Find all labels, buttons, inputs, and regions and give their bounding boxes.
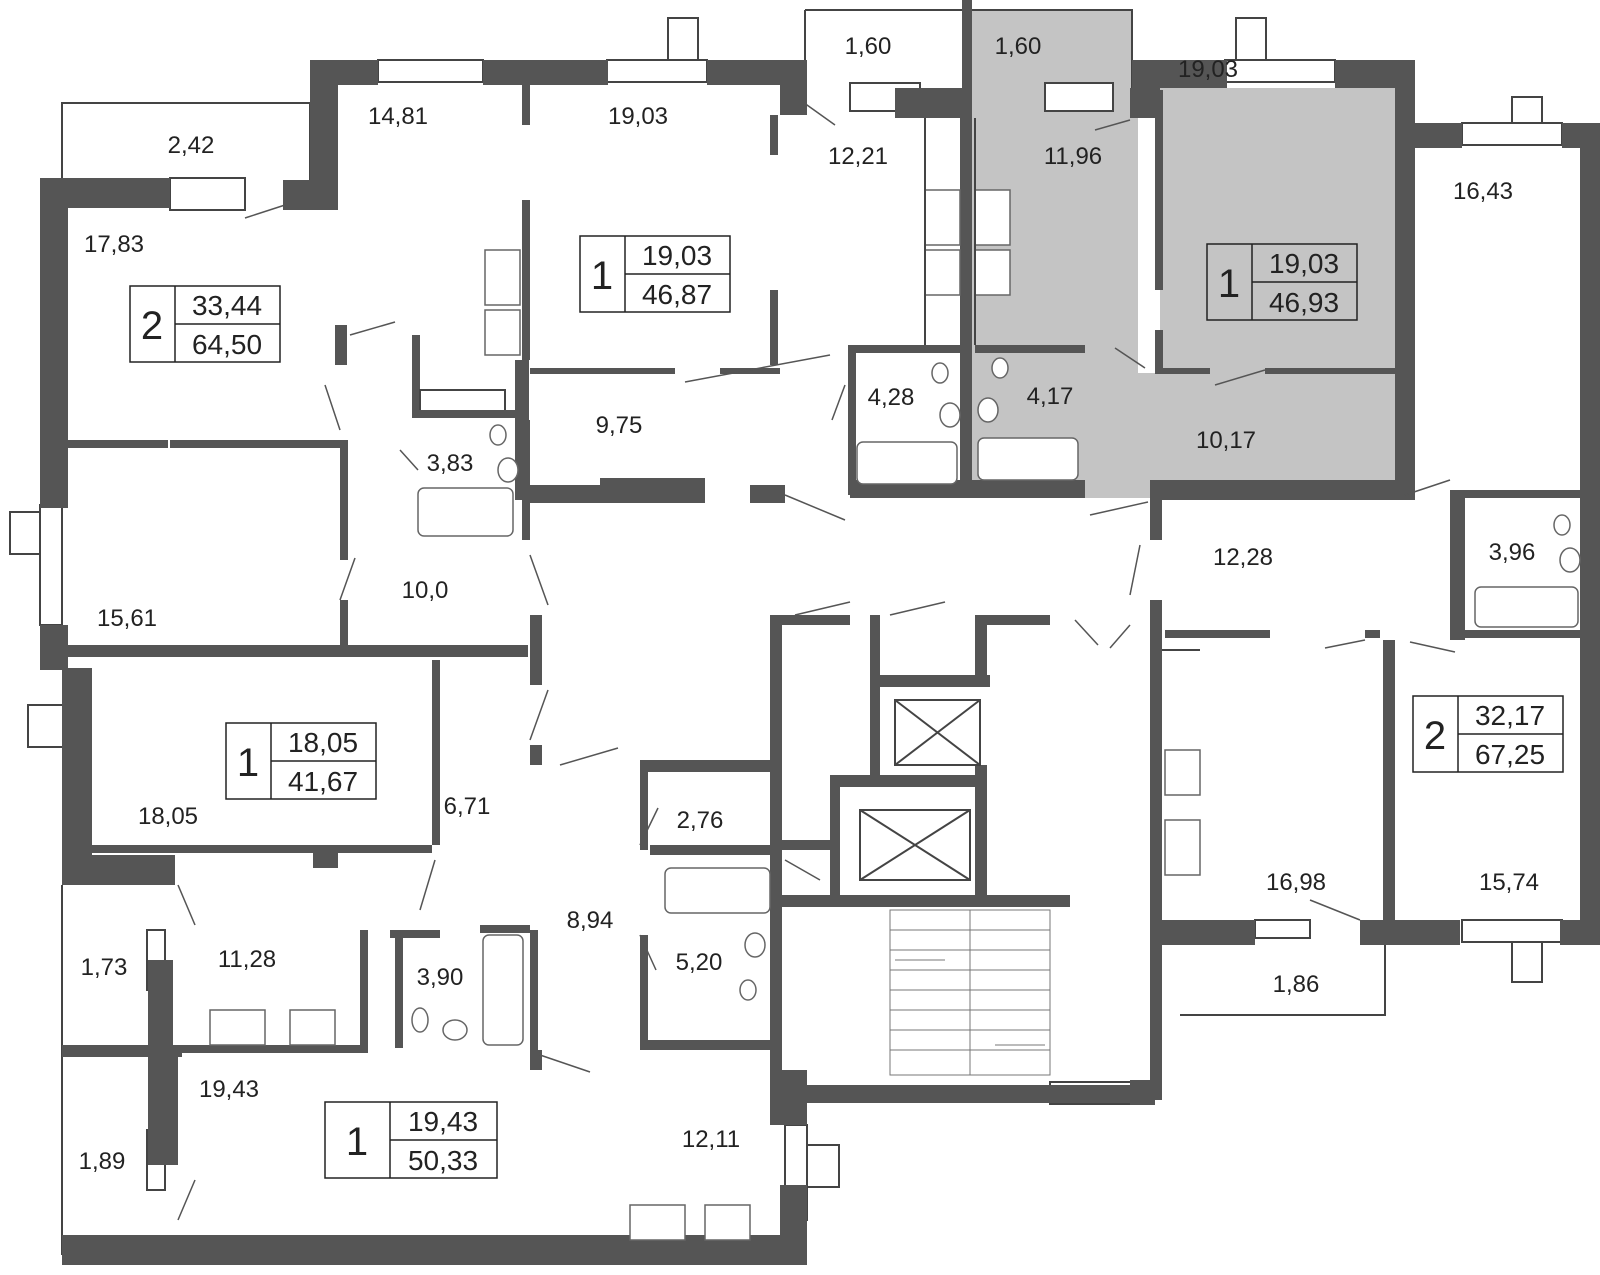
room-label: 4,28 xyxy=(868,384,915,411)
room-label: 16,43 xyxy=(1453,178,1513,205)
room-label: 2,76 xyxy=(677,807,724,834)
room-label: 14,81 xyxy=(368,103,428,130)
badge-rooms: 1 xyxy=(346,1120,368,1164)
room-label: 15,74 xyxy=(1479,869,1539,896)
highlighted-apartment xyxy=(972,10,1396,498)
room-label: 2,42 xyxy=(168,132,215,159)
badge-living: 19,03 xyxy=(642,240,712,271)
room-label: 17,83 xyxy=(84,231,144,258)
room-label: 1,89 xyxy=(79,1148,126,1175)
badge-rooms: 1 xyxy=(1218,262,1240,306)
room-label: 15,61 xyxy=(97,605,157,632)
badge-living: 33,44 xyxy=(192,290,262,321)
room-label: 11,96 xyxy=(1044,143,1102,170)
room-label: 19,03 xyxy=(608,103,668,130)
room-label: 12,11 xyxy=(682,1126,740,1153)
room-label: 19,03 xyxy=(1178,56,1238,83)
room-label: 1,73 xyxy=(81,954,128,981)
room-label: 8,94 xyxy=(567,907,614,934)
badge-living: 19,43 xyxy=(408,1106,478,1137)
room-label: 11,28 xyxy=(218,946,276,973)
room-label: 12,21 xyxy=(828,143,888,170)
room-label: 1,86 xyxy=(1273,971,1320,998)
elevators xyxy=(859,699,981,881)
badge-total: 64,50 xyxy=(192,329,262,360)
room-label: 10,0 xyxy=(402,577,449,604)
stairs xyxy=(889,909,1051,1076)
room-label: 1,60 xyxy=(995,33,1042,60)
badge-living: 32,17 xyxy=(1475,700,1545,731)
room-label: 10,17 xyxy=(1196,427,1256,454)
badge-total: 41,67 xyxy=(288,766,358,797)
badge-total: 46,93 xyxy=(1269,287,1339,318)
room-labels: 1,60 1,60 19,03 14,81 19,03 12,21 11,96 … xyxy=(79,33,1539,1175)
room-label: 18,05 xyxy=(138,803,198,830)
fixtures xyxy=(209,118,1581,1241)
room-label: 3,83 xyxy=(427,450,474,477)
apartment-badge-f: 1 19,43 50,33 xyxy=(324,1101,498,1179)
badge-total: 46,87 xyxy=(642,279,712,310)
badge-rooms: 1 xyxy=(591,254,613,298)
room-label: 12,28 xyxy=(1213,544,1273,571)
apartment-badge-a: 2 33,44 64,50 xyxy=(129,285,281,363)
doors xyxy=(177,99,1456,1221)
room-label: 9,75 xyxy=(596,412,643,439)
room-label: 19,43 xyxy=(199,1076,259,1103)
apartment-badge-b: 1 19,03 46,87 xyxy=(579,235,731,313)
apartment-badge-c: 1 19,03 46,93 xyxy=(1206,243,1358,321)
partitions xyxy=(68,90,1600,1053)
room-label: 16,98 xyxy=(1266,869,1326,896)
badge-rooms: 2 xyxy=(1424,714,1446,758)
room-label: 3,90 xyxy=(417,964,464,991)
badge-rooms: 1 xyxy=(237,741,259,785)
badge-total: 50,33 xyxy=(408,1145,478,1176)
room-label: 5,20 xyxy=(676,949,723,976)
room-label: 1,60 xyxy=(845,33,892,60)
apartment-badge-e: 2 32,17 67,25 xyxy=(1412,695,1564,773)
badge-living: 18,05 xyxy=(288,727,358,758)
room-label: 6,71 xyxy=(444,793,491,820)
apartment-badge-d: 1 18,05 41,67 xyxy=(225,722,377,800)
room-label: 4,17 xyxy=(1027,383,1074,410)
badge-total: 67,25 xyxy=(1475,739,1545,770)
walls xyxy=(40,0,1600,1265)
badge-rooms: 2 xyxy=(141,304,163,348)
badge-living: 19,03 xyxy=(1269,248,1339,279)
room-label: 3,96 xyxy=(1489,539,1536,566)
